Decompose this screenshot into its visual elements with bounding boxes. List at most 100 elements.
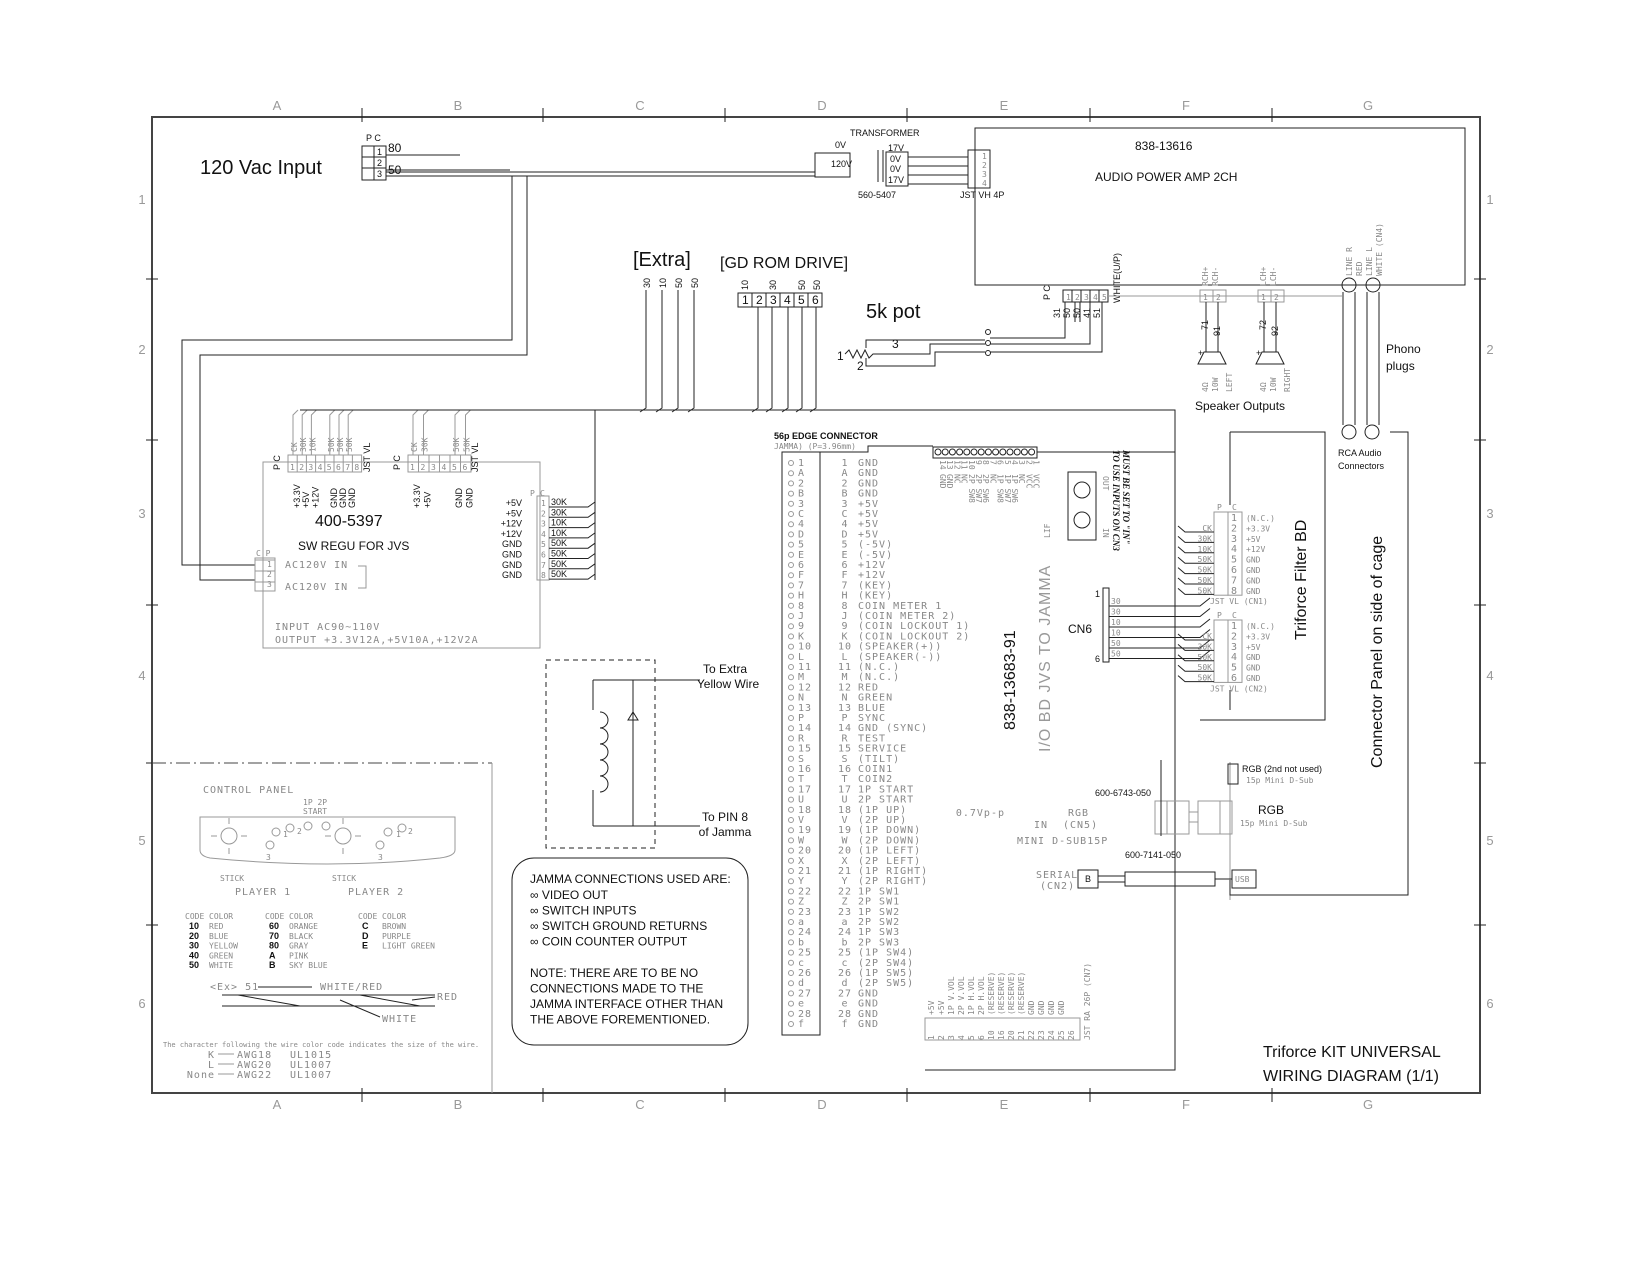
jamma-pin-contact	[788, 1000, 794, 1007]
jamma-pin-signal: GREEN	[858, 693, 893, 704]
jamma-pin-contact	[788, 582, 794, 589]
color-name: PURPLE	[382, 932, 411, 941]
jamma-pin-number: C	[841, 509, 848, 520]
rgb-plug	[1219, 800, 1233, 835]
cn7-pin-number: 25	[1057, 1030, 1066, 1040]
transformer-secondary-box	[885, 151, 909, 187]
jamma-pin-signal: RED	[858, 682, 879, 693]
jamma-pin-signal: COIN2	[858, 774, 893, 785]
color-name: LIGHT GREEN	[382, 942, 435, 951]
pin-label: 8	[354, 463, 359, 472]
line	[292, 409, 299, 455]
jamma-pin-id: 1	[798, 458, 805, 469]
ul: UL1007	[290, 1060, 332, 1071]
jamma-pin-contact	[788, 480, 794, 487]
pin-label: 2	[299, 463, 304, 472]
color-code: C	[362, 921, 369, 931]
jamma-pin-contact	[788, 715, 794, 721]
jamma-pin-number: 5	[841, 540, 848, 551]
transformer-label: TRANSFORMER	[850, 128, 920, 138]
jamma-pin-number: 17	[838, 784, 852, 795]
jamma-pin-contact	[788, 521, 794, 528]
c-label: C	[540, 489, 545, 498]
cn3-pin-number: 7	[988, 460, 997, 465]
pin-label: 8	[541, 571, 546, 580]
jamma-pin-id: 23	[798, 907, 812, 918]
cn3-note: MUST BE SET TO "IN"	[1121, 449, 1131, 544]
button-number: 3	[266, 853, 271, 862]
jamma-pin-id: 16	[798, 764, 812, 775]
jamma-pin-id: e	[798, 999, 805, 1010]
jamma-pin-contact	[788, 643, 794, 650]
jamma-pin-contact	[788, 541, 794, 548]
jamma-pin-id: c	[798, 958, 805, 969]
jamma-pin-signal: (2P LEFT)	[858, 856, 921, 867]
gdrom-wire-code: 10	[740, 280, 750, 290]
voltage-label: GND	[502, 539, 523, 549]
cn7-pin-signal: GND	[1027, 1000, 1036, 1015]
jamma-pin-contact	[788, 919, 794, 925]
jamma-pin-id: U	[798, 795, 805, 806]
jamma-pin-contact	[788, 949, 794, 956]
jamma-pin-number: 27	[838, 988, 852, 999]
pin-label: 1	[1203, 293, 1208, 302]
jamma-pin-signal: GND	[858, 478, 879, 489]
awg: AWG20	[237, 1060, 272, 1071]
jamma-pin-number: b	[841, 937, 848, 948]
action-button	[265, 840, 275, 850]
color-name: WHITE	[209, 961, 233, 970]
line	[310, 409, 317, 455]
jamma-pin-id: 28	[798, 1009, 812, 1020]
jamma-pin-signal: 2P SW2	[858, 917, 900, 928]
cn3-pin-number: 2	[1024, 460, 1033, 465]
cn6-wire-code: 30	[1111, 597, 1121, 606]
jamma-pin-id: V	[798, 815, 805, 826]
gdrom-wire-code: 50	[797, 280, 807, 290]
cn3-pin	[941, 448, 949, 456]
cn3-pin	[1028, 448, 1036, 456]
usb-cable	[1098, 871, 1232, 887]
cn3-pin-number: 9	[974, 460, 983, 465]
cn7-pin-signal: (RESERVE)	[987, 972, 996, 1015]
jamma-pin-contact	[788, 786, 794, 793]
speaker-outputs-label: Speaker Outputs	[1195, 399, 1285, 413]
jamma-pin-contact	[788, 500, 794, 507]
line	[1109, 608, 1211, 617]
rgb-cable-part: 600-6743-050	[1095, 788, 1151, 798]
pin-label: 3	[431, 463, 436, 472]
filter-pin-signal: +3.3V	[1246, 524, 1270, 533]
filter-bd-label: Triforce Filter BD	[1293, 520, 1310, 640]
line-l-color: WHITE (CN4)	[1375, 223, 1384, 276]
jamma-pin-contact	[788, 562, 794, 568]
pin-label: 4	[541, 530, 546, 539]
voltage-label: +12V	[310, 487, 320, 508]
jamma-pin-signal: (2P RIGHT)	[858, 876, 928, 887]
color-code: 70	[269, 931, 279, 941]
serial-label: (CN2)	[1040, 881, 1075, 892]
pc-label: P C	[392, 455, 402, 470]
jamma-pin-contact	[788, 888, 794, 895]
gdrom-pin: 2	[756, 293, 763, 307]
amp-pin: 4	[1093, 293, 1098, 302]
jamma-pin-signal: COIN1	[858, 764, 893, 775]
cn3-in-out-switch[interactable]	[1067, 471, 1097, 541]
grid-row-label: 5	[1486, 833, 1493, 848]
speaker-side: LEFT	[1225, 373, 1234, 392]
wire-code: 50K	[551, 538, 567, 548]
jamma-pin-contact	[788, 908, 794, 915]
color-code: 20	[189, 931, 199, 941]
jamma-pin-contact	[788, 653, 794, 660]
terminal	[985, 329, 991, 335]
jamma-pin-number: a	[841, 917, 848, 928]
color-name: PINK	[289, 951, 308, 960]
pin-label: 2	[982, 161, 987, 170]
jamma-pin-contact	[788, 796, 794, 803]
jamma-pin-id: 21	[798, 866, 812, 877]
jamma-pin-number: 26	[838, 968, 852, 979]
color-code: 30	[189, 941, 199, 951]
line	[1177, 577, 1214, 585]
line	[549, 511, 596, 518]
jamma-pin-contact	[788, 572, 794, 579]
